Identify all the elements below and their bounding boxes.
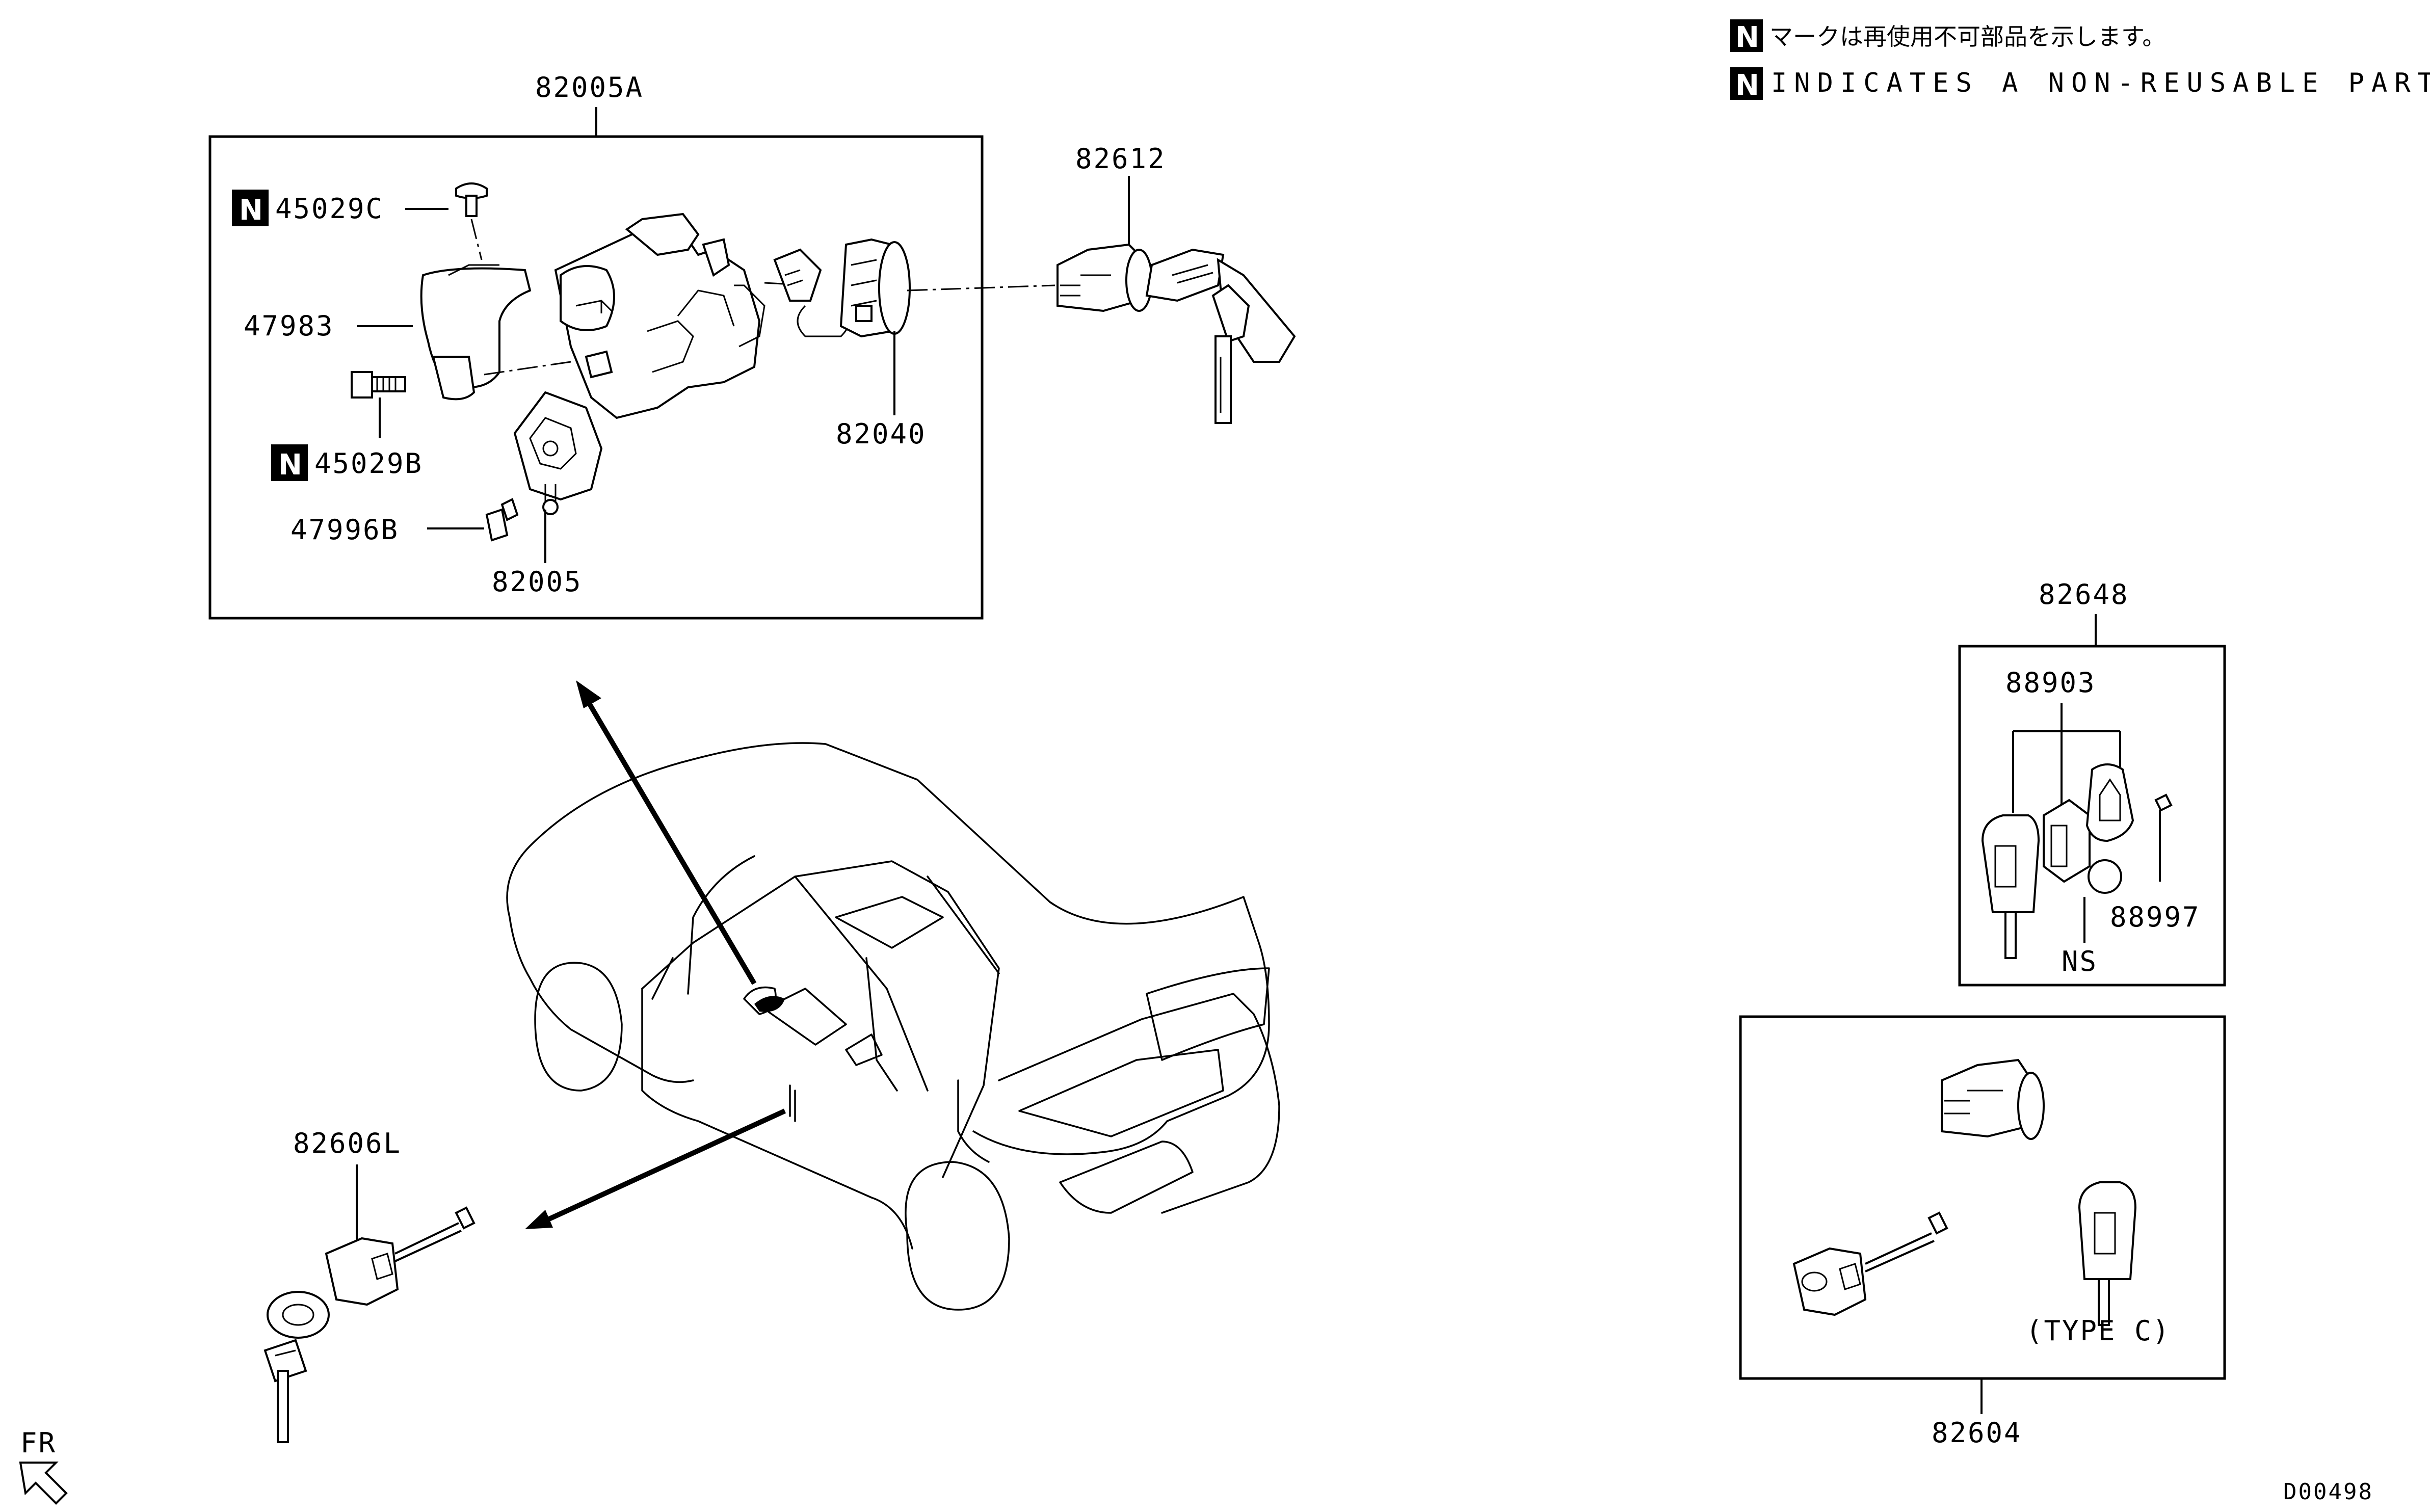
label-fr: FR: [20, 1427, 57, 1459]
legend-english: INDICATES A NON-REUSABLE PART.: [1771, 68, 2430, 98]
label-88903: 88903: [2005, 667, 2096, 699]
label-47983: 47983: [244, 310, 334, 342]
label-47996B: 47996B: [290, 514, 399, 546]
label-82612: 82612: [1075, 143, 1166, 175]
switch-82005: [513, 391, 603, 515]
pointer-arrows: [525, 680, 786, 1229]
label-82648: 82648: [2039, 578, 2129, 611]
label-82606L: 82606L: [293, 1127, 402, 1159]
cylinder-set-82604: (TYPE C) 82604: [1739, 1015, 2226, 1449]
door-cylinder-82606L: 82606L: [263, 1127, 476, 1443]
diagram-code: D00498: [2283, 1479, 2373, 1505]
keyless-frame: [1958, 645, 2226, 987]
label-NS: NS: [2062, 945, 2098, 977]
screw-47996B: [485, 498, 519, 542]
label-82005A: 82005A: [535, 71, 644, 103]
non-reusable-badge-letter: N: [1735, 69, 1759, 102]
ignition-assembly-group: 82005A N 45029C 47983 N 45029B 47996: [208, 71, 984, 620]
non-reusable-badge: [271, 444, 308, 481]
bolt-45029B: [351, 371, 406, 399]
cylinder-82612: 82612: [907, 143, 1296, 424]
screw-45029C: [455, 182, 488, 217]
non-reusable-badge-letter: N: [1735, 21, 1759, 54]
non-reusable-badge-letter: N: [239, 194, 263, 227]
cover-47983: [420, 264, 532, 401]
non-reusable-badge-letter: N: [278, 448, 302, 482]
legend: N マークは再使用不可部品を示します。 N INDICATES A NON-RE…: [1730, 19, 2430, 102]
label-82005: 82005: [492, 566, 583, 598]
front-arrow-icon: [19, 1462, 68, 1505]
label-88997: 88997: [2110, 901, 2201, 933]
non-reusable-badge: [1730, 67, 1763, 100]
front-direction-indicator: FR: [19, 1427, 68, 1505]
steering-lock-body: [554, 213, 765, 419]
keyless-kit-82648: 82648 88903 NS 88997: [1958, 578, 2226, 987]
label-82040: 82040: [836, 418, 927, 450]
label-type-c: (TYPE C): [2026, 1315, 2171, 1347]
non-reusable-badge: [1730, 19, 1763, 52]
coil-82040: [839, 238, 911, 338]
vehicle-outline: [506, 742, 1280, 1311]
legend-japanese: マークは再使用不可部品を示します。: [1769, 23, 2165, 50]
label-82604: 82604: [1932, 1417, 2022, 1449]
label-45029B: 45029B: [314, 447, 423, 480]
non-reusable-badge: [232, 190, 269, 226]
connector-wire: [773, 248, 851, 337]
label-45029C: 45029C: [275, 193, 384, 225]
